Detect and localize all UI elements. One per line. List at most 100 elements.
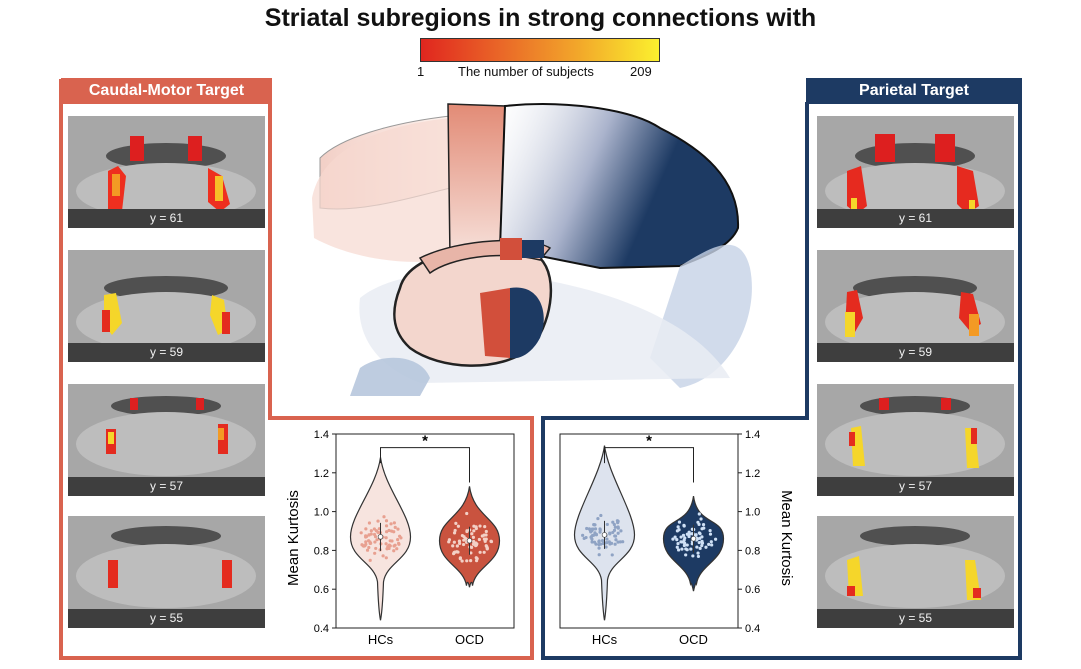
data-point [600, 538, 605, 543]
data-point [696, 554, 701, 559]
data-point [485, 546, 489, 550]
data-point [673, 535, 677, 539]
data-point [604, 545, 608, 549]
data-point [685, 548, 689, 552]
brain-slice: y = 61 [817, 116, 1014, 228]
x-tick-label: OCD [679, 632, 708, 647]
data-point [397, 542, 401, 546]
data-point [483, 525, 487, 529]
colorbar-max-label: 209 [630, 64, 652, 79]
data-point [700, 541, 705, 545]
data-point [593, 527, 598, 531]
data-point [465, 559, 469, 563]
plot-frame [559, 433, 739, 629]
data-point [699, 517, 703, 521]
data-point [489, 539, 493, 543]
significance-bracket [604, 447, 694, 483]
data-point [369, 529, 373, 533]
right-panel-frame [541, 79, 1022, 660]
data-point [701, 523, 706, 527]
data-point [598, 530, 602, 534]
data-point [482, 550, 486, 554]
data-point [596, 516, 600, 521]
data-point [611, 520, 615, 524]
data-point [372, 527, 376, 531]
data-point [680, 540, 684, 544]
data-point [590, 540, 594, 544]
median-marker [601, 532, 608, 538]
brain-slice: y = 55 [68, 516, 265, 628]
data-point [685, 532, 689, 536]
data-point [384, 536, 388, 540]
slice-label: y = 59 [68, 343, 265, 362]
data-point [697, 522, 701, 526]
prefrontal-region [312, 118, 452, 262]
brain-slice: y = 57 [817, 384, 1014, 496]
colorbar-title: The number of subjects [458, 64, 594, 79]
data-point [452, 531, 457, 535]
data-point [484, 529, 488, 534]
data-point [698, 536, 702, 540]
data-point [471, 535, 475, 539]
data-point [675, 545, 679, 549]
figure-title: Striatal subregions in strong connection… [264, 4, 817, 32]
striatum-motor-subregion [480, 288, 510, 358]
data-point [478, 524, 482, 528]
data-point [681, 533, 686, 537]
data-point [367, 545, 371, 550]
data-point [458, 556, 462, 560]
y-tick-label: 0.6 [745, 584, 760, 596]
data-point [460, 533, 464, 538]
data-point [457, 539, 462, 543]
data-point [608, 531, 612, 535]
y-axis-title: Mean Kurtosis [285, 490, 302, 586]
data-point [396, 527, 400, 531]
data-point [359, 531, 363, 535]
data-point [364, 534, 368, 538]
data-point [389, 522, 393, 526]
significance-marker: * [422, 433, 428, 450]
data-point [612, 522, 616, 527]
data-point [618, 540, 622, 544]
brain-diagram [312, 103, 752, 396]
data-point [676, 525, 680, 529]
data-point [713, 537, 718, 541]
data-point [368, 558, 372, 562]
y-tick-label: 1.0 [314, 507, 329, 519]
data-point [598, 527, 602, 531]
data-point [472, 529, 476, 533]
data-point [592, 540, 597, 544]
data-point [453, 528, 457, 533]
data-point [613, 542, 617, 546]
data-point [696, 551, 700, 555]
data-point [592, 533, 596, 537]
data-point [676, 548, 681, 552]
left-panel-frame [59, 79, 534, 660]
data-point [707, 542, 711, 546]
data-point [384, 556, 388, 560]
swarm-points [581, 513, 625, 557]
data-point [367, 533, 371, 537]
data-point [465, 511, 469, 516]
data-point [700, 527, 704, 531]
brainstem-region [350, 357, 430, 396]
data-point [474, 544, 478, 548]
data-point [381, 554, 385, 558]
data-point [684, 553, 688, 557]
y-tick-label: 1.4 [314, 429, 329, 441]
data-point [592, 523, 596, 527]
data-point [590, 537, 594, 541]
data-point [710, 543, 714, 547]
data-point [373, 540, 377, 544]
data-point [697, 540, 701, 545]
slice-label: y = 59 [817, 343, 1014, 362]
data-point [697, 531, 701, 535]
data-point [619, 529, 623, 533]
data-point [375, 538, 379, 542]
data-point [616, 519, 620, 523]
data-point [384, 542, 388, 546]
data-point [364, 527, 368, 531]
swarm-points [359, 515, 403, 562]
